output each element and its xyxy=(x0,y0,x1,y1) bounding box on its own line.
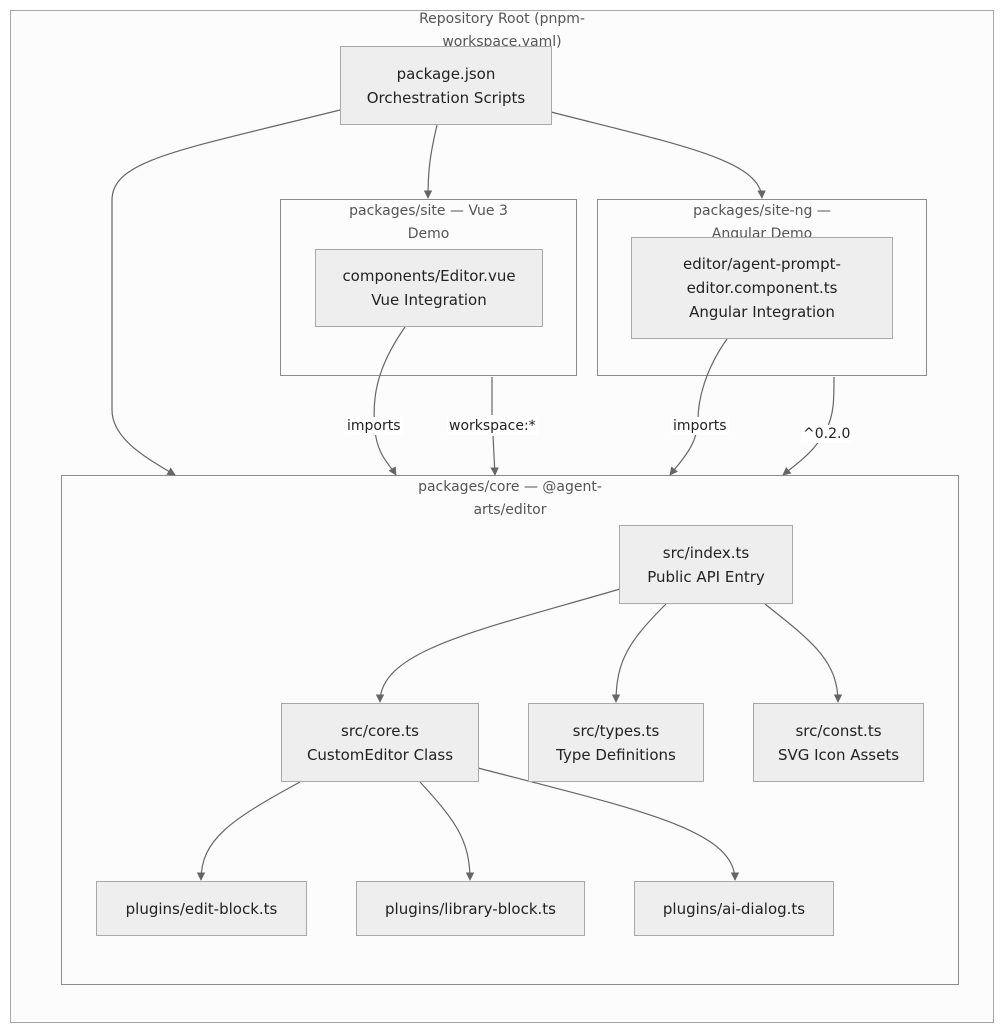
site-vue-title-line2: Demo xyxy=(407,226,450,242)
repository-root-title-line1: Repository Root (pnpm- xyxy=(419,11,585,27)
editor-vue-subtitle: Vue Integration xyxy=(371,291,487,309)
edit-block-node[interactable]: plugins/edit-block.ts xyxy=(96,881,307,936)
edge-label-vue-workspace: workspace:* xyxy=(447,417,538,435)
editor-vue-node[interactable]: components/Editor.vue Vue Integration xyxy=(315,249,543,327)
index-ts-title: src/index.ts xyxy=(662,543,750,562)
core-cluster-title: packages/core — @agent- arts/editor xyxy=(62,476,958,522)
edit-block-title: plugins/edit-block.ts xyxy=(125,899,278,918)
core-ts-subtitle: CustomEditor Class xyxy=(306,745,454,764)
index-ts-node[interactable]: src/index.ts Public API Entry xyxy=(619,525,793,604)
site-ng-title-line1: packages/site-ng — xyxy=(693,203,831,219)
const-ts-subtitle: SVG Icon Assets xyxy=(777,745,900,764)
core-cluster: packages/core — @agent- arts/editor xyxy=(61,475,959,985)
editor-vue-title: components/Editor.vue xyxy=(342,267,516,285)
core-title-line2: arts/editor xyxy=(473,502,547,518)
library-block-node[interactable]: plugins/library-block.ts xyxy=(356,881,585,936)
ai-dialog-title: plugins/ai-dialog.ts xyxy=(662,899,806,918)
package-json-title: package.json xyxy=(396,64,496,83)
site-vue-cluster-title: packages/site — Vue 3 Demo xyxy=(281,200,576,246)
package-json-subtitle: Orchestration Scripts xyxy=(366,88,526,107)
index-ts-subtitle: Public API Entry xyxy=(647,567,765,586)
core-title-line1: packages/core — @agent- xyxy=(418,479,602,495)
agent-prompt-line2: editor.component.ts xyxy=(686,279,838,297)
types-ts-title: src/types.ts xyxy=(572,721,660,740)
core-ts-node[interactable]: src/core.ts CustomEditor Class xyxy=(281,703,479,782)
package-json-node[interactable]: package.json Orchestration Scripts xyxy=(340,46,552,125)
const-ts-node[interactable]: src/const.ts SVG Icon Assets xyxy=(753,703,924,782)
types-ts-node[interactable]: src/types.ts Type Definitions xyxy=(528,703,704,782)
library-block-title: plugins/library-block.ts xyxy=(385,899,556,918)
edge-label-vue-imports: imports xyxy=(345,417,403,435)
edge-label-ng-version: ^0.2.0 xyxy=(801,425,853,443)
agent-prompt-line3: Angular Integration xyxy=(689,303,835,321)
site-vue-title-line1: packages/site — Vue 3 xyxy=(349,203,508,219)
agent-prompt-line1: editor/agent-prompt- xyxy=(683,255,841,273)
const-ts-title: src/const.ts xyxy=(795,721,882,740)
ai-dialog-node[interactable]: plugins/ai-dialog.ts xyxy=(634,881,834,936)
types-ts-subtitle: Type Definitions xyxy=(556,745,676,764)
core-ts-title: src/core.ts xyxy=(341,721,419,740)
agent-prompt-editor-node[interactable]: editor/agent-prompt- editor.component.ts… xyxy=(631,237,893,339)
edge-label-ng-imports: imports xyxy=(671,417,729,435)
